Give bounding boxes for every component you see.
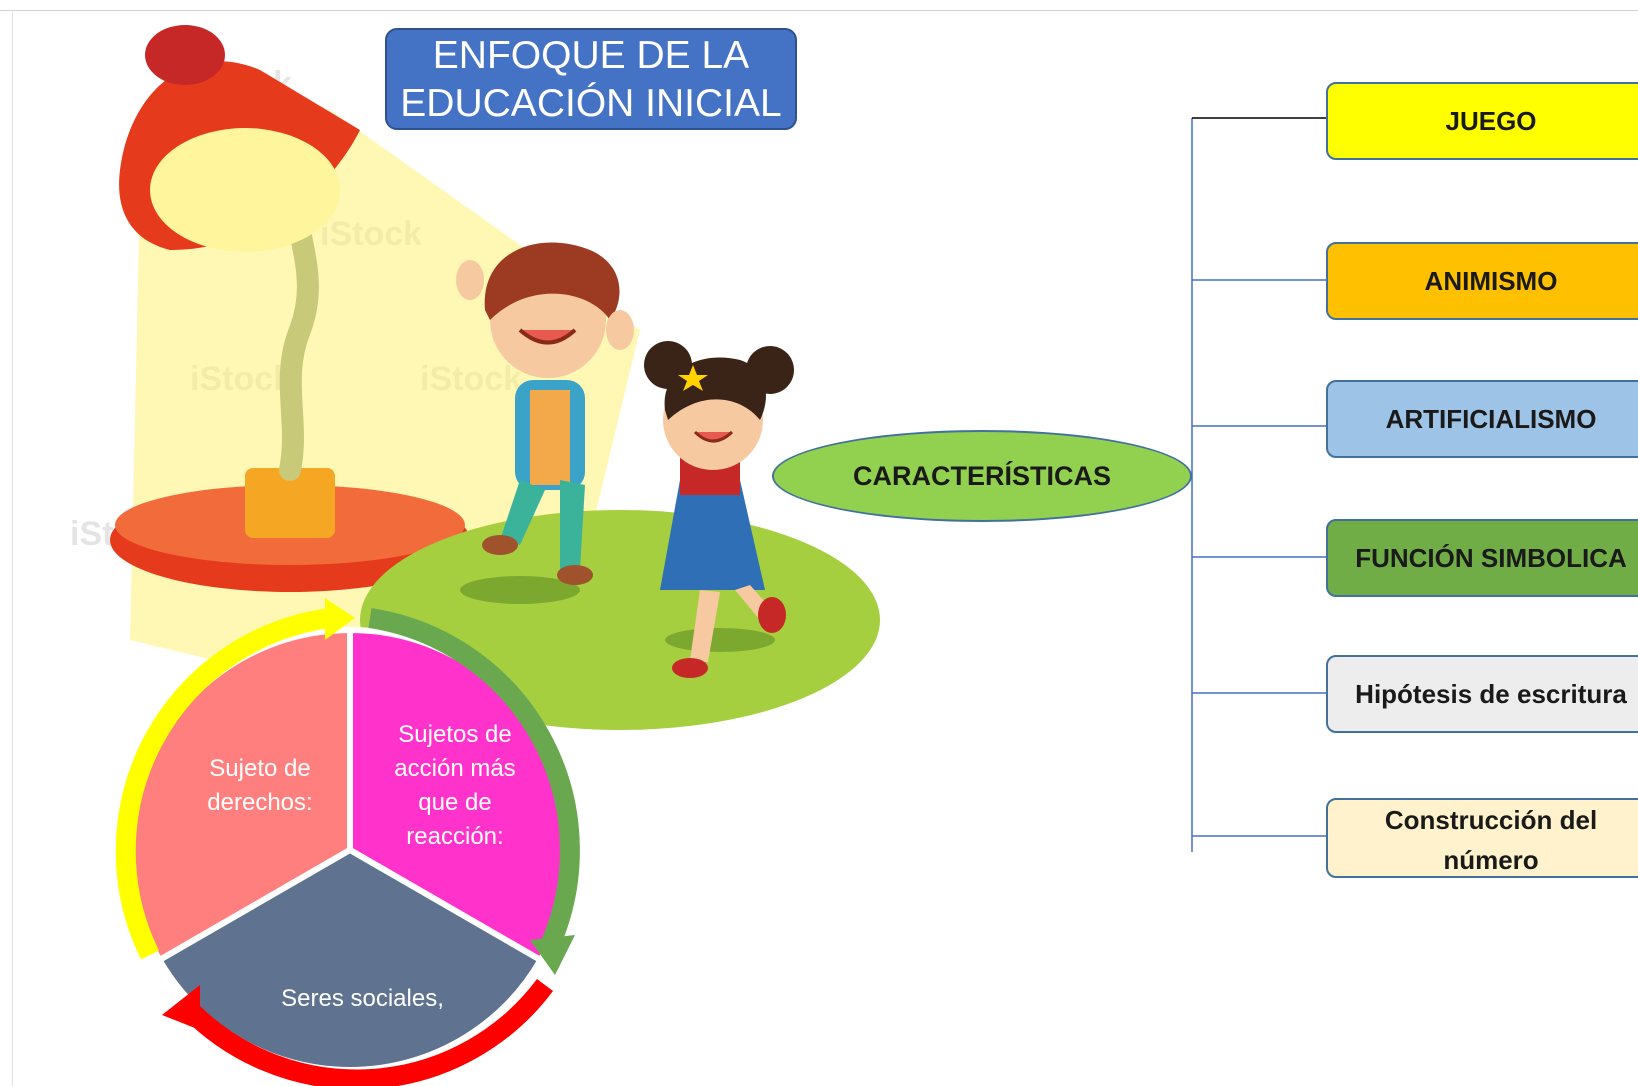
cycle-label-derechos: Sujeto de derechos: <box>207 755 313 816</box>
cycle-label-accion: Sujetos de acción más que de reacción: <box>394 721 516 850</box>
lamp-base-neck <box>245 468 335 538</box>
lamp-bulb-glow <box>150 128 340 252</box>
center-node-caracteristicas: CARACTERÍSTICAS <box>772 430 1192 522</box>
grass-shadow <box>665 628 775 652</box>
branch-label: FUNCIÓN SIMBOLICA <box>1355 543 1627 573</box>
branch-animismo: ANIMISMO <box>1326 242 1638 320</box>
branch-construccion-numero: Construcción del número <box>1326 798 1638 878</box>
cycle-arrow-green-head <box>530 935 575 975</box>
main-title-box: ENFOQUE DE LA EDUCACIÓN INICIAL <box>385 28 797 130</box>
cycle-arrow-green <box>368 608 580 950</box>
top-border <box>0 10 1638 11</box>
cycle-arrow-yellow-head <box>325 598 355 640</box>
center-node-label: CARACTERÍSTICAS <box>852 460 1111 491</box>
branch-label: ARTIFICIALISMO <box>1385 404 1597 434</box>
girl-jumping <box>644 341 794 678</box>
cycle-diagram <box>115 598 580 1086</box>
cycle-label-sociales: Seres sociales, <box>281 985 444 1012</box>
branch-juego: JUEGO <box>1326 82 1638 160</box>
branch-hipotesis-escritura: Hipótesis de escritura <box>1326 655 1638 733</box>
cycle-arrow-yellow <box>115 608 332 960</box>
branch-label: JUEGO <box>1445 106 1537 136</box>
cycle-arrow-red-head <box>162 985 200 1030</box>
branch-artificialismo: ARTIFICIALISMO <box>1326 380 1638 458</box>
title-line-2: EDUCACIÓN INICIAL <box>400 82 782 125</box>
branch-label: ANIMISMO <box>1424 266 1558 296</box>
connector-lines <box>1191 117 1326 852</box>
cycle-arrow-red <box>177 979 554 1086</box>
boy-jumping <box>456 242 634 585</box>
branch-label-line-1: Construcción del <box>1384 805 1598 835</box>
title-line-1: ENFOQUE DE LA <box>432 34 750 77</box>
grass-shadow <box>460 576 580 604</box>
branch-funcion-simbolica: FUNCIÓN SIMBOLICA <box>1326 519 1638 597</box>
branch-label-line-2: número <box>1443 845 1539 875</box>
lamp-top-cap <box>145 25 225 85</box>
lamp-arm <box>279 219 319 481</box>
branch-label: Hipótesis de escritura <box>1355 679 1627 709</box>
left-border <box>12 10 13 1086</box>
